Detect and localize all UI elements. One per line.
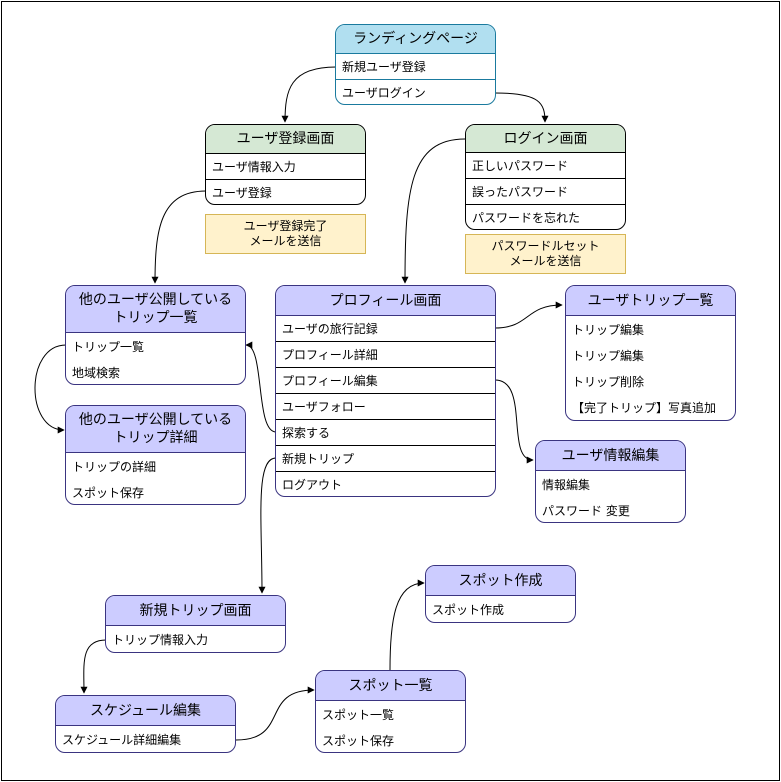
- register-item-submit[interactable]: ユーザ登録: [212, 185, 272, 200]
- user-trips-item-delete[interactable]: トリップ削除: [572, 374, 645, 389]
- schedule-item-detail-edit[interactable]: スケジュール詳細編集: [62, 732, 182, 747]
- landing-page-box: ランディングページ 新規ユーザ登録 ユーザログイン: [335, 24, 496, 105]
- schedule-edit-box: スケジュール編集 スケジュール詳細編集: [55, 695, 236, 753]
- spot-list-box: スポット一覧 スポット一覧 スポット保存: [315, 670, 466, 753]
- user-edit-item-info[interactable]: 情報編集: [542, 477, 591, 492]
- landing-item-login[interactable]: ユーザログイン: [342, 85, 426, 100]
- profile-item-follow[interactable]: ユーザフォロー: [276, 394, 495, 420]
- public-list-item-trips[interactable]: トリップ一覧: [72, 339, 145, 354]
- profile-item-edit[interactable]: プロフィール編集: [276, 368, 495, 394]
- public-trip-list-box: 他のユーザ公開している トリップ一覧 トリップ一覧 地域検索: [65, 285, 246, 385]
- landing-item-register[interactable]: 新規ユーザ登録: [336, 54, 495, 80]
- public-list-item-region-search[interactable]: 地域検索: [72, 365, 121, 380]
- spot-create-title: スポット作成: [426, 566, 575, 596]
- spot-list-title: スポット一覧: [316, 671, 465, 701]
- login-item-forgot-password[interactable]: パスワードを忘れた: [472, 210, 581, 225]
- spot-create-box: スポット作成 スポット作成: [425, 565, 576, 623]
- register-screen-box: ユーザ登録画面 ユーザ情報入力 ユーザ登録: [205, 124, 366, 205]
- user-trips-item-edit-2[interactable]: トリップ編集: [572, 348, 645, 363]
- user-trips-title: ユーザトリップ一覧: [566, 286, 735, 316]
- public-detail-item-trip-detail[interactable]: トリップの詳細: [72, 459, 157, 474]
- spot-list-item-save[interactable]: スポット保存: [322, 733, 395, 748]
- profile-item-explore[interactable]: 探索する: [276, 420, 495, 446]
- login-item-correct-password[interactable]: 正しいパスワード: [466, 153, 625, 179]
- register-screen-title: ユーザ登録画面: [206, 125, 365, 154]
- register-complete-note: ユーザ登録完了 メールを送信: [205, 214, 366, 254]
- user-trips-item-add-photo[interactable]: 【完了トリップ】写真追加: [572, 400, 717, 415]
- new-trip-screen-box: 新規トリップ画面 トリップ情報入力: [105, 595, 286, 653]
- login-screen-box: ログイン画面 正しいパスワード 誤ったパスワード パスワードを忘れた: [465, 124, 626, 230]
- user-info-edit-box: ユーザ情報編集 情報編集 パスワード 変更: [535, 440, 686, 523]
- password-reset-note: パスワードルセット メールを送信: [465, 234, 626, 274]
- login-item-wrong-password[interactable]: 誤ったパスワード: [466, 179, 625, 205]
- profile-item-detail[interactable]: プロフィール詳細: [276, 342, 495, 368]
- landing-page-title: ランディングページ: [336, 25, 495, 54]
- login-screen-title: ログイン画面: [466, 125, 625, 153]
- spot-create-item-create[interactable]: スポット作成: [432, 602, 505, 617]
- profile-item-logout[interactable]: ログアウト: [282, 477, 343, 492]
- profile-screen-title: プロフィール画面: [276, 286, 495, 316]
- user-trips-item-edit-1[interactable]: トリップ編集: [572, 322, 645, 337]
- public-detail-item-save-spot[interactable]: スポット保存: [72, 485, 145, 500]
- profile-item-travel-record[interactable]: ユーザの旅行記録: [276, 316, 495, 342]
- profile-item-new-trip[interactable]: 新規トリップ: [276, 446, 495, 472]
- register-item-input[interactable]: ユーザ情報入力: [206, 154, 365, 180]
- new-trip-screen-title: 新規トリップ画面: [106, 596, 285, 626]
- spot-list-item-list[interactable]: スポット一覧: [322, 707, 395, 722]
- public-trip-list-title: 他のユーザ公開している トリップ一覧: [66, 286, 245, 333]
- profile-screen-box: プロフィール画面 ユーザの旅行記録 プロフィール詳細 プロフィール編集 ユーザフ…: [275, 285, 496, 497]
- user-info-edit-title: ユーザ情報編集: [536, 441, 685, 471]
- user-edit-item-password[interactable]: パスワード 変更: [542, 503, 630, 518]
- public-trip-detail-box: 他のユーザ公開している トリップ詳細 トリップの詳細 スポット保存: [65, 405, 246, 505]
- schedule-edit-title: スケジュール編集: [56, 696, 235, 726]
- new-trip-item-input[interactable]: トリップ情報入力: [112, 632, 209, 647]
- user-trips-box: ユーザトリップ一覧 トリップ編集 トリップ編集 トリップ削除 【完了トリップ】写…: [565, 285, 736, 421]
- public-trip-detail-title: 他のユーザ公開している トリップ詳細: [66, 406, 245, 453]
